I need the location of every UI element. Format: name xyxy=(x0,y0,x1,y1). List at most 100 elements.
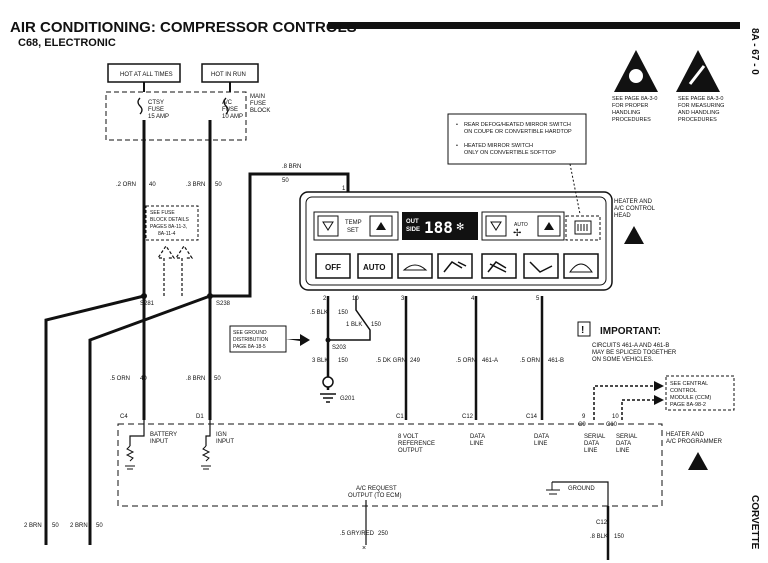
wire-label: .8 BRN xyxy=(282,164,301,170)
recirc-button[interactable] xyxy=(397,253,433,279)
wire-label: 1 BLK xyxy=(346,322,362,328)
wire-brn-left1 xyxy=(44,294,145,545)
bilevel-button[interactable] xyxy=(481,253,517,279)
wire-brn-left2 xyxy=(88,294,211,545)
pin-label: 3 xyxy=(401,296,405,302)
fan-down-button[interactable] xyxy=(485,215,507,237)
wire-label: 40 xyxy=(140,376,147,382)
diagram-subtitle: C68, ELECTRONIC xyxy=(18,37,116,49)
note-line: BLOCK DETAILS xyxy=(150,217,189,223)
ccm-note xyxy=(665,375,735,411)
temp-down-button[interactable] xyxy=(317,215,339,237)
wire-label: 50 xyxy=(215,182,222,188)
pin-label: 10 xyxy=(612,414,619,420)
head-label: HEAD xyxy=(614,213,631,219)
programmer-pin-label: LINE xyxy=(534,441,547,447)
programmer-pin-label: DATA xyxy=(534,434,549,440)
wire-blk-150-b xyxy=(328,296,371,341)
wire-label: 150 xyxy=(614,534,625,540)
note-line: CIRCUITS 461-A AND 461-B xyxy=(592,343,669,349)
defrost-icon xyxy=(569,263,593,273)
programmer-pin-label: LINE xyxy=(584,448,597,454)
programmer-pin-label: INPUT xyxy=(216,439,234,445)
note-line: MAY BE SPLICED TOGETHER xyxy=(592,350,677,356)
pin-label: 4 xyxy=(471,296,475,302)
note-line: PROCEDURES xyxy=(612,117,651,123)
outside-label: OUT xyxy=(406,219,419,225)
bullet-icon: • xyxy=(456,143,458,149)
connector-label: C9 xyxy=(578,422,586,428)
note-line: 8A-11-4 xyxy=(158,231,176,237)
wire-label: .8 BLK xyxy=(590,534,608,540)
note-line: CONTROL xyxy=(670,388,697,394)
wire-label: 50 xyxy=(282,178,289,184)
programmer-pin-label: SERIAL xyxy=(616,434,638,440)
wire-brn-to-head xyxy=(210,172,350,298)
pin-label: 9 xyxy=(582,414,586,420)
temp-set-label: SET xyxy=(347,228,359,234)
arrow-right-icon xyxy=(654,381,664,391)
note-line: HEATED MIRROR SWITCH xyxy=(464,143,533,149)
head-label: A/C CONTROL xyxy=(614,206,656,212)
off-label: OFF xyxy=(325,263,341,272)
wire-label: 40 xyxy=(149,182,156,188)
programmer-pin-label: GROUND xyxy=(568,486,595,492)
temperature-display: 188 xyxy=(424,218,453,237)
note-line: ON COUPE OR CONVERTIBLE HARDTOP xyxy=(464,129,572,135)
vent-mode-icon xyxy=(443,261,467,273)
note-line: PAGE 8A-98-2 xyxy=(670,402,706,408)
esd-small-icon xyxy=(624,226,644,244)
diagram-title: AIR CONDITIONING: COMPRESSOR CONTROLS xyxy=(10,19,357,36)
triangle-up-icon xyxy=(544,222,554,230)
programmer-pin-label: OUTPUT (TO ECM) xyxy=(348,493,401,499)
programmer-pin-label: LINE xyxy=(616,448,629,454)
wire-label: 150 xyxy=(371,322,382,328)
programmer-pin-label: SERIAL xyxy=(584,434,606,440)
outside-label: SIDE xyxy=(406,227,420,233)
triangle-up-icon xyxy=(376,222,386,230)
programmer-label: HEATER AND xyxy=(666,432,705,438)
defrost-button[interactable] xyxy=(563,253,599,279)
vent-button[interactable] xyxy=(437,253,473,279)
wire-label: .5 BLK xyxy=(310,310,328,316)
programmer-label: A/C PROGRAMMER xyxy=(666,439,723,445)
programmer-pin-label: BATTERY xyxy=(150,432,177,438)
note-line: SEE FUSE xyxy=(150,210,175,216)
bullet-icon: • xyxy=(456,122,458,128)
arrow-down-icon: × xyxy=(362,545,366,552)
note-line: REAR DEFOG/HEATED MIRROR SWITCH xyxy=(464,122,571,128)
fuse1-type: FUSE xyxy=(148,107,164,113)
hot-in-run-label: HOT IN RUN xyxy=(211,72,246,78)
wire-label: 249 xyxy=(410,358,421,364)
fuse1-rating: 15 AMP xyxy=(148,114,169,120)
ac-programmer xyxy=(117,423,663,507)
head-label: HEATER AND xyxy=(614,199,653,205)
auto-label: AUTO xyxy=(363,263,386,272)
note-line: ON SOME VEHICLES. xyxy=(592,357,654,363)
wire-label: 461-B xyxy=(548,358,564,364)
fuse-block-label-1: MAIN xyxy=(250,94,265,100)
note-line: SEE CENTRAL xyxy=(670,381,708,387)
note-line: DISTRIBUTION xyxy=(233,337,269,343)
connector-label: D1 xyxy=(196,414,204,420)
connector-label: C4 xyxy=(120,414,128,420)
fuse2-name: A/C xyxy=(222,100,233,106)
fuse2-type: FUSE xyxy=(222,107,238,113)
wire-label: 250 xyxy=(378,531,389,537)
fan-auto-label: AUTO xyxy=(514,222,528,228)
off-button[interactable] xyxy=(315,253,351,279)
programmer-pin-label: DATA xyxy=(470,434,485,440)
ctsy-fuse-icon xyxy=(137,97,143,115)
ground-label: G201 xyxy=(340,396,355,402)
temp-group xyxy=(313,211,399,241)
auto-button[interactable] xyxy=(357,253,393,279)
esd-small-icon xyxy=(688,452,708,470)
note-line: MODULE (CCM) xyxy=(670,395,711,401)
wire-label: .5 ORN xyxy=(110,376,130,382)
floor-button[interactable] xyxy=(523,253,559,279)
wire-label: .5 ORN xyxy=(456,358,476,364)
splice-label: S238 xyxy=(216,301,231,307)
fuse-block-label-2: FUSE xyxy=(250,101,266,107)
wire-label: 50 xyxy=(96,523,103,529)
arrow-right-icon xyxy=(654,395,664,405)
